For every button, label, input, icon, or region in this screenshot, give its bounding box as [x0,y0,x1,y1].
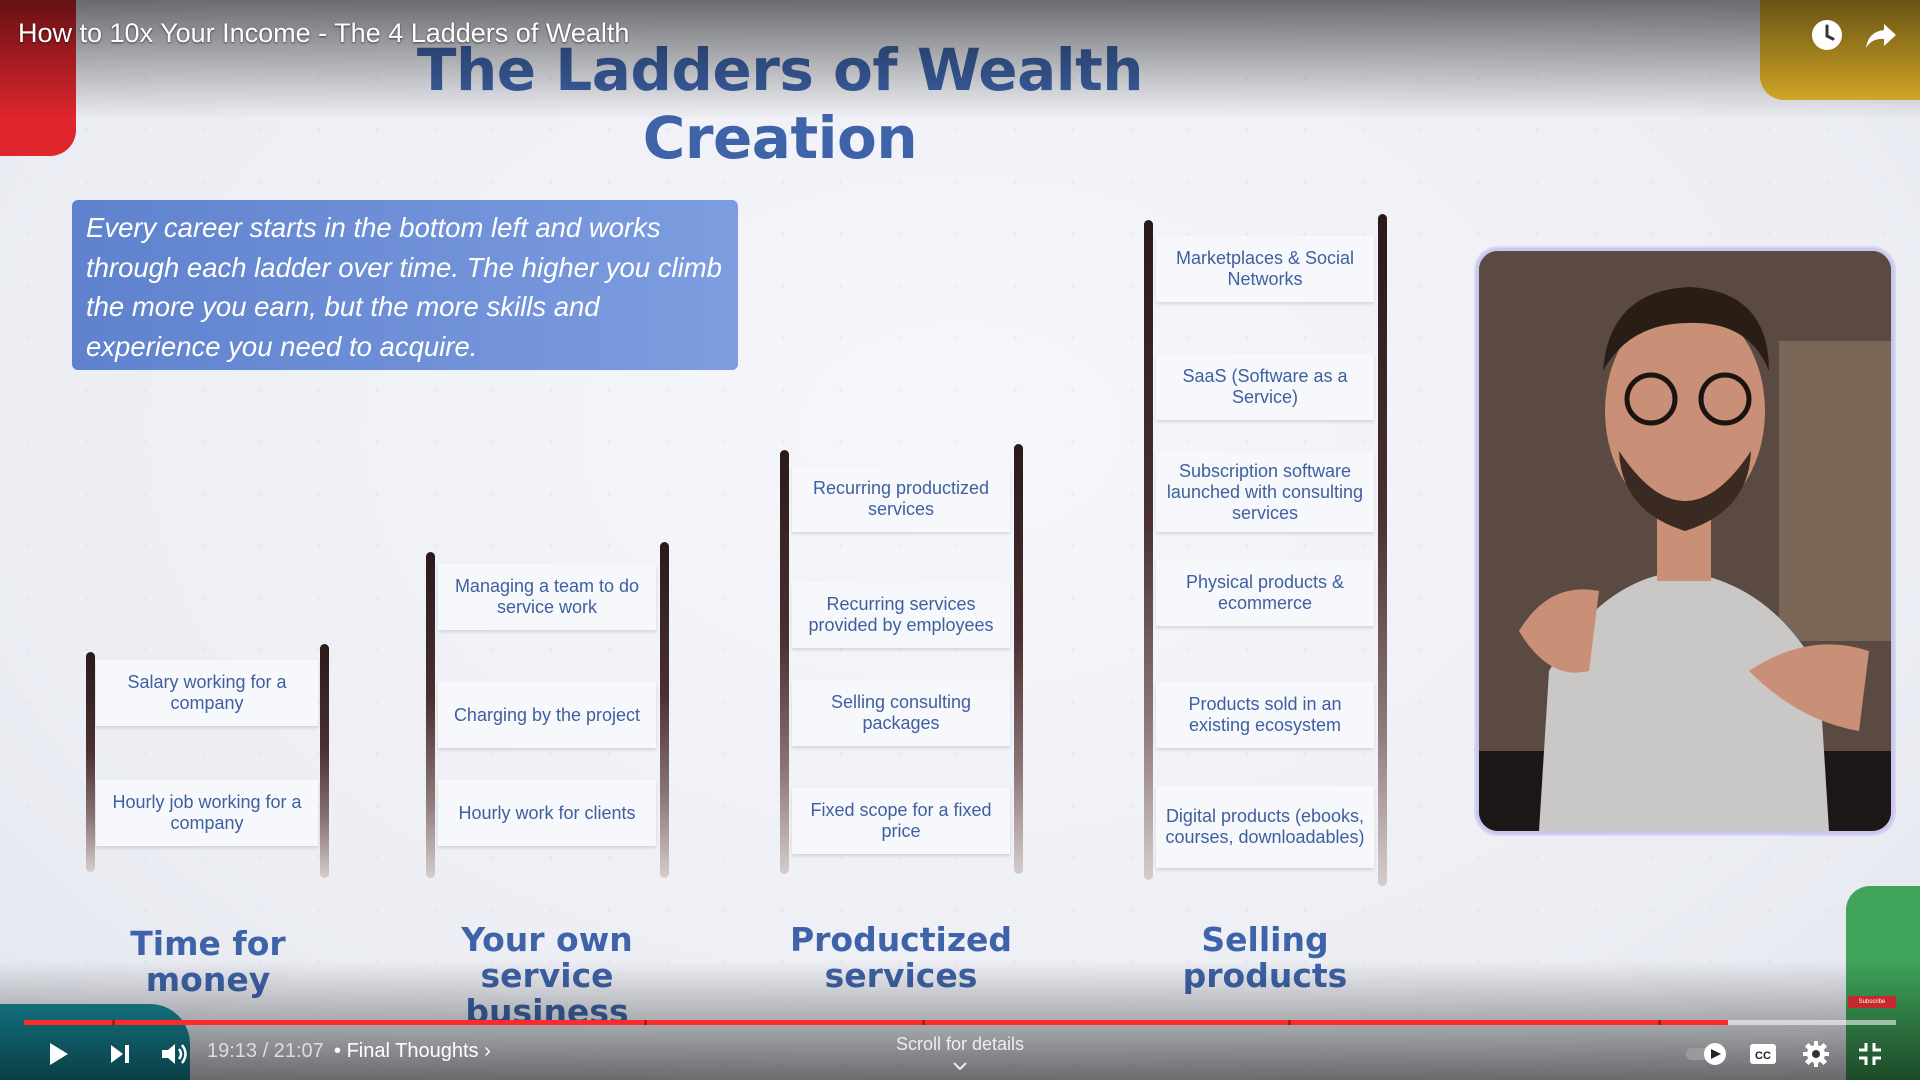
settings-button[interactable] [1798,1036,1834,1072]
subscribe-watermark[interactable]: Subscribe [1848,996,1896,1008]
chapter-marker [112,1020,115,1025]
ladder-service-business: Managing a team to do service work Charg… [426,542,672,882]
chevron-right-icon: › [484,1040,491,1062]
ladder-rail-left [1144,220,1153,880]
ladder-selling-products: Marketplaces & Social Networks SaaS (Sof… [1144,214,1390,890]
exit-fullscreen-button[interactable] [1852,1036,1888,1072]
ladder-rail-right [660,542,669,878]
ladder-rung: Products sold in an existing ecosystem [1156,682,1374,748]
top-overlay-gradient [0,0,1920,120]
chapter-marker [1288,1020,1291,1025]
ladder-rail-right [1378,214,1387,886]
chapter-marker [644,1020,647,1025]
watch-later-icon[interactable] [1810,18,1844,52]
progress-bar[interactable] [24,1020,1896,1025]
presenter-silhouette [1479,251,1891,831]
ladder-rung: Charging by the project [438,682,656,748]
scroll-for-details[interactable]: Scroll for details [860,1034,1060,1076]
ladder-time-for-money: Salary working for a company Hourly job … [86,640,332,880]
ladder-rung: Salary working for a company [96,660,318,726]
ladder-rung: Physical products & ecommerce [1156,560,1374,626]
ladder-rung: Selling consulting packages [792,680,1010,746]
chapter-marker [922,1020,925,1025]
ladder-rung: Subscription software launched with cons… [1156,452,1374,532]
play-button[interactable] [40,1036,76,1072]
ladder-rung: Digital products (ebooks, courses, downl… [1156,786,1374,868]
chevron-down-icon [953,1062,967,1071]
share-icon[interactable] [1864,18,1898,52]
next-button[interactable] [102,1036,138,1072]
time-display: 19:13 / 21:07 [207,1040,324,1062]
ladder-rung: Recurring productized services [792,466,1010,532]
chapter-separator: • [334,1040,342,1062]
ladder-rung: Marketplaces & Social Networks [1156,236,1374,302]
captions-button[interactable]: CC [1746,1038,1780,1070]
volume-button[interactable] [154,1034,194,1074]
ladder-rung: Managing a team to do service work [438,564,656,630]
captions-icon: CC [1750,1044,1776,1064]
ladder-rung: Recurring services provided by employees [792,582,1010,648]
settings-icon [1803,1041,1829,1067]
video-title[interactable]: How to 10x Your Income - The 4 Ladders o… [18,18,630,48]
chapter-marker [1658,1020,1661,1025]
ladder-rung: SaaS (Software as a Service) [1156,354,1374,420]
ladder-rung: Hourly work for clients [438,780,656,846]
progress-played [24,1020,1728,1025]
volume-icon [162,1044,187,1064]
ladder-rail-right [320,644,329,878]
ladder-rung: Fixed scope for a fixed price [792,788,1010,854]
ladder-productized-services: Recurring productized services Recurring… [780,444,1026,884]
svg-text:CC: CC [1755,1050,1771,1062]
intro-callout: Every career starts in the bottom left a… [72,200,738,370]
presenter-video-frame [1476,248,1894,834]
chapter-title[interactable]: • Final Thoughts › [334,1040,491,1063]
ladder-rail-left [86,652,95,872]
ladder-rail-left [426,552,435,878]
ladder-rung: Hourly job working for a company [96,780,318,846]
exit-fullscreen-icon [1859,1043,1881,1065]
scroll-hint-label: Scroll for details [895,1034,1025,1054]
play-icon [50,1043,68,1065]
chapter-name: Final Thoughts [346,1040,479,1062]
next-icon [111,1045,129,1063]
autoplay-toggle[interactable] [1684,1040,1730,1068]
ladder-rail-right [1014,444,1023,874]
ladder-rail-left [780,450,789,874]
